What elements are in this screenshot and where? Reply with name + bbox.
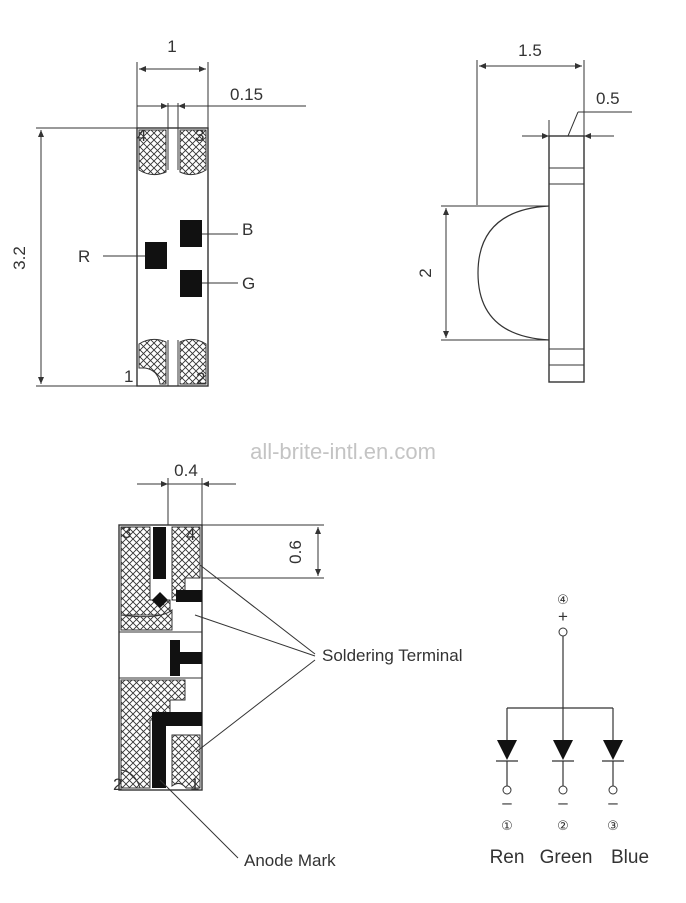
common-anode-sign: + [558,607,568,626]
anode-mark-label: Anode Mark [244,851,336,870]
label-g: G [242,274,255,293]
top-view: 1 0.15 3.2 R B G [10,37,306,388]
side-view: 1.5 0.5 2 [416,41,632,383]
bottom-pin-4: 4 [186,525,195,544]
dim-pad-height: 0.6 [286,540,305,564]
dim-lens-height: 2 [416,268,435,277]
common-pin-number: ④ [557,592,569,607]
label-b: B [242,220,253,239]
top-pin-1: 1 [124,367,133,386]
bottom-view: 0.4 0.6 Soldering Terminal Anode Mark [113,461,462,870]
dim-gap-015: 0.15 [230,85,263,104]
name-green: Green [540,847,593,868]
bottom-pin-3: 3 [122,523,131,542]
chip-green [180,270,202,297]
pad-black-top [153,527,166,579]
circuit-diagram: ④ + – – – ① ② ③ [490,592,649,868]
dim-pad-width: 0.4 [174,461,198,480]
soldering-terminal-label: Soldering Terminal [322,646,462,665]
diode-blue [602,740,624,795]
dim-side-width: 1.5 [518,41,542,60]
cathode-pin-3: ③ [607,818,619,833]
dim-length-32: 3.2 [10,246,29,270]
pad-black-t [170,640,202,676]
top-pin-2: 2 [196,369,205,388]
name-blue: Blue [611,847,649,868]
top-pin-4: 4 [137,126,146,145]
common-terminal [558,627,568,637]
bottom-pin-2: 2 [113,775,122,794]
label-r: R [78,247,90,266]
cathode-sign-3: – [608,793,618,812]
top-pin-3: 3 [195,126,204,145]
diode-red [496,740,518,795]
chip-red [145,242,167,269]
cathode-sign-1: – [502,793,512,812]
pad-black-mid-1 [176,590,202,602]
name-red: Ren [490,847,525,868]
pad-black-diamond [152,592,168,608]
cathode-pin-1: ① [501,818,513,833]
watermark-text: all-brite-intl.en.com [250,439,436,464]
dim-side-thickness: 0.5 [596,89,620,108]
dim-width-1: 1 [167,37,176,56]
anode-mark-shape [152,712,202,788]
diode-green [552,740,574,795]
cathode-sign-2: – [558,793,568,812]
chip-blue [180,220,202,247]
bottom-pin-1: 1 [190,775,199,794]
cathode-pin-2: ② [557,818,569,833]
